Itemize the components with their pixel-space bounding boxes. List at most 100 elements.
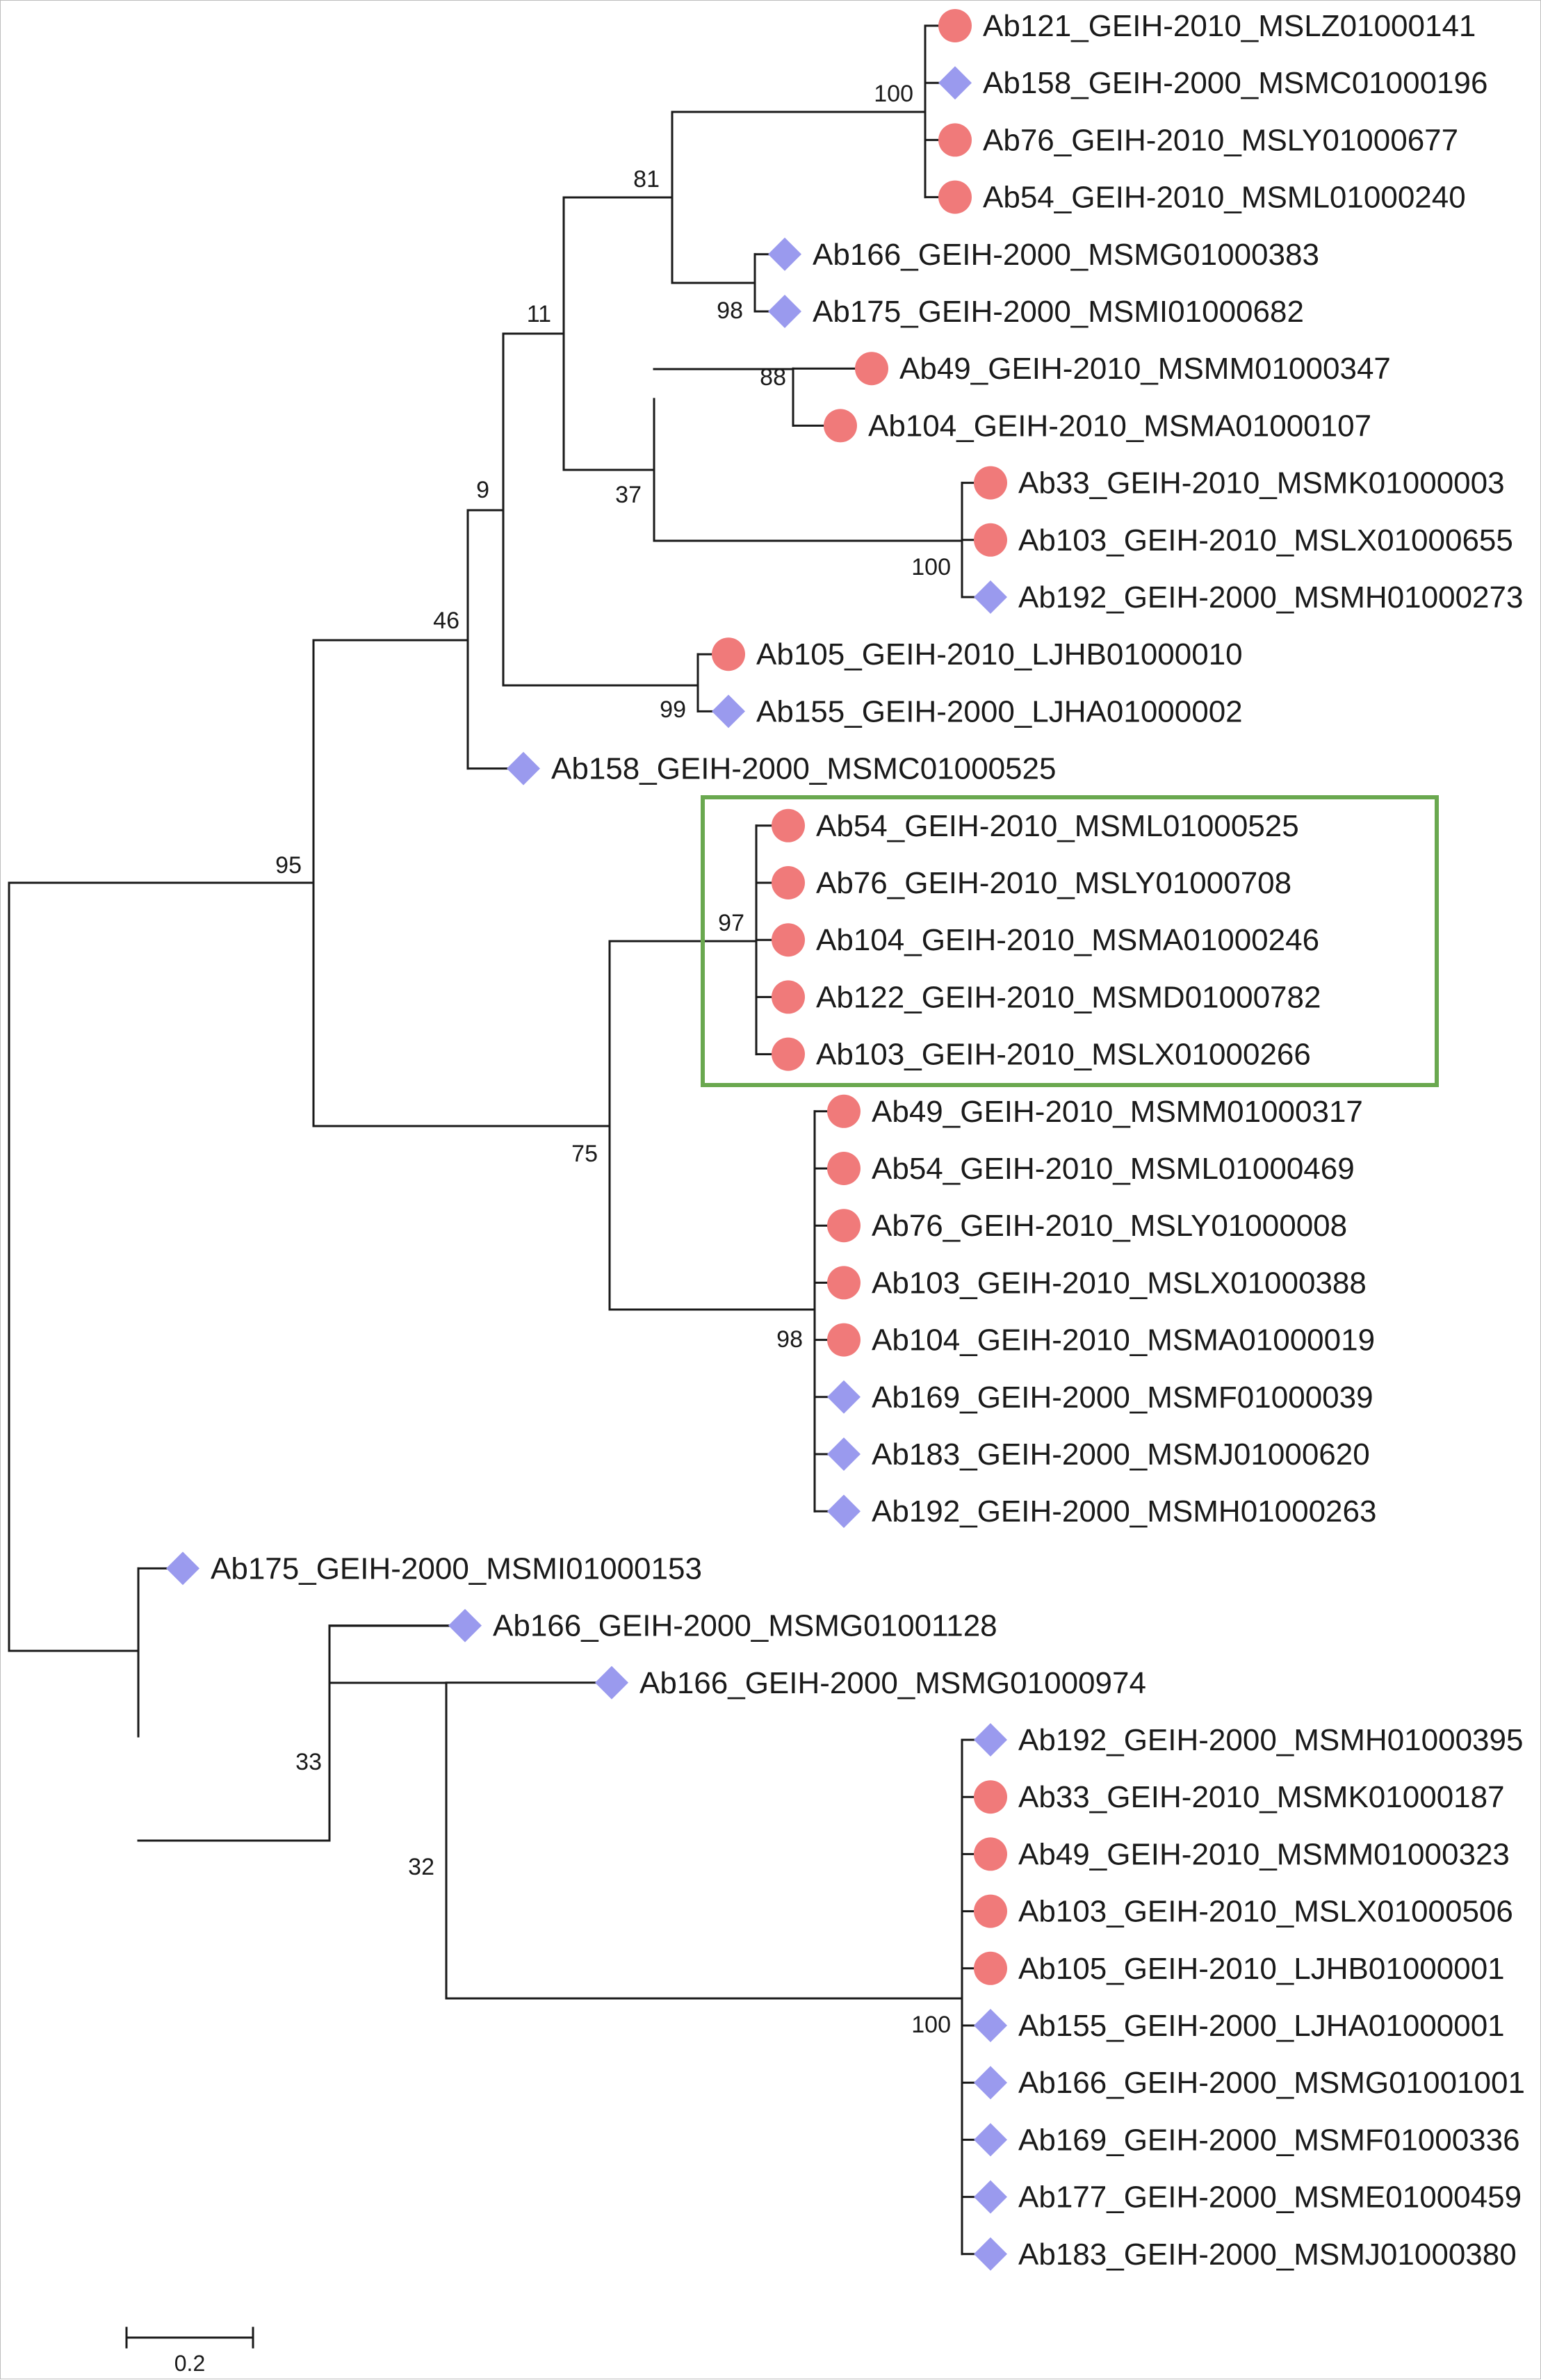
blue-diamond-icon bbox=[768, 237, 801, 271]
tree-branches bbox=[8, 24, 979, 2256]
leaf-label: Ab103_GEIH-2010_MSLX01000655 bbox=[1018, 523, 1513, 557]
leaf-label: Ab49_GEIH-2010_MSMM01000347 bbox=[899, 352, 1391, 386]
bootstrap-value: 98 bbox=[776, 1326, 803, 1353]
bootstrap-value: 11 bbox=[527, 301, 551, 327]
leaf-label: Ab192_GEIH-2000_MSMH01000395 bbox=[1018, 1723, 1523, 1757]
leaf-label: Ab54_GEIH-2010_MSML01000240 bbox=[983, 181, 1466, 215]
bootstrap-value: 37 bbox=[615, 482, 642, 508]
leaf-label: Ab49_GEIH-2010_MSMM01000317 bbox=[872, 1095, 1363, 1129]
bootstrap-value: 98 bbox=[717, 298, 743, 324]
red-circle-icon bbox=[974, 1780, 1007, 1814]
leaf-label: Ab76_GEIH-2010_MSLY01000708 bbox=[816, 866, 1291, 900]
blue-diamond-icon bbox=[938, 66, 972, 100]
red-circle-icon bbox=[772, 980, 805, 1014]
red-circle-icon bbox=[772, 808, 805, 842]
blue-diamond-icon bbox=[507, 751, 540, 785]
blue-diamond-icon bbox=[827, 1380, 861, 1414]
blue-diamond-icon bbox=[768, 295, 801, 328]
red-circle-icon bbox=[772, 923, 805, 957]
bootstrap-value: 100 bbox=[911, 2012, 951, 2038]
red-circle-icon bbox=[827, 1266, 861, 1300]
red-circle-icon bbox=[938, 180, 972, 214]
bootstrap-value: 9 bbox=[476, 477, 489, 503]
leaf-label: Ab104_GEIH-2010_MSMA01000019 bbox=[872, 1323, 1375, 1358]
bootstrap-value: 100 bbox=[874, 81, 913, 107]
leaf-markers bbox=[166, 9, 1007, 2271]
leaf-label: Ab169_GEIH-2000_MSMF01000039 bbox=[872, 1380, 1373, 1415]
red-circle-icon bbox=[827, 1152, 861, 1185]
leaf-label: Ab104_GEIH-2010_MSMA01000246 bbox=[816, 923, 1319, 957]
leaf-label: Ab166_GEIH-2000_MSMG01001001 bbox=[1018, 2066, 1525, 2100]
leaf-label: Ab103_GEIH-2010_MSLX01000506 bbox=[1018, 1895, 1513, 1929]
leaf-label: Ab158_GEIH-2000_MSMC01000525 bbox=[551, 752, 1056, 786]
red-circle-icon bbox=[772, 1037, 805, 1071]
leaf-label: Ab192_GEIH-2000_MSMH01000273 bbox=[1018, 580, 1523, 614]
bootstrap-value: 100 bbox=[911, 554, 951, 580]
leaf-label: Ab158_GEIH-2000_MSMC01000196 bbox=[983, 66, 1487, 100]
red-circle-icon bbox=[938, 123, 972, 157]
blue-diamond-icon bbox=[166, 1551, 199, 1586]
blue-diamond-icon bbox=[827, 1494, 861, 1529]
leaf-label: Ab33_GEIH-2010_MSMK01000187 bbox=[1018, 1780, 1505, 1814]
leaf-label: Ab33_GEIH-2010_MSMK01000003 bbox=[1018, 466, 1505, 500]
blue-diamond-icon bbox=[827, 1437, 861, 1471]
scale-bar-label: 0.2 bbox=[174, 2351, 205, 2376]
blue-diamond-icon bbox=[595, 1665, 628, 1700]
leaf-label: Ab175_GEIH-2000_MSMI01000682 bbox=[813, 295, 1304, 329]
leaf-label: Ab166_GEIH-2000_MSMG01000974 bbox=[639, 1666, 1146, 1700]
bootstrap-value: 88 bbox=[760, 364, 786, 391]
leaf-label: Ab105_GEIH-2010_LJHB01000001 bbox=[1018, 1952, 1505, 1986]
bootstrap-value: 32 bbox=[408, 1854, 434, 1880]
bootstrap-value: 33 bbox=[295, 1749, 322, 1775]
bootstrap-value: 95 bbox=[275, 852, 302, 879]
leaf-label: Ab166_GEIH-2000_MSMG01000383 bbox=[813, 238, 1319, 272]
leaf-label: Ab105_GEIH-2010_LJHB01000010 bbox=[756, 637, 1243, 671]
bootstrap-value: 99 bbox=[660, 696, 686, 723]
leaf-label: Ab183_GEIH-2000_MSMJ01000620 bbox=[872, 1437, 1370, 1472]
red-circle-icon bbox=[974, 1951, 1007, 1985]
red-circle-icon bbox=[974, 523, 1007, 557]
leaf-label: Ab54_GEIH-2010_MSML01000525 bbox=[816, 809, 1299, 843]
bootstrap-value: 75 bbox=[571, 1141, 598, 1167]
blue-diamond-icon bbox=[974, 1723, 1007, 1757]
leaf-label: Ab54_GEIH-2010_MSML01000469 bbox=[872, 1152, 1355, 1186]
leaf-label: Ab169_GEIH-2000_MSMF01000336 bbox=[1018, 2123, 1520, 2157]
leaf-label: Ab155_GEIH-2000_LJHA01000002 bbox=[756, 694, 1243, 728]
blue-diamond-icon bbox=[974, 2066, 1007, 2100]
red-circle-icon bbox=[827, 1209, 861, 1243]
leaf-label: Ab175_GEIH-2000_MSMI01000153 bbox=[211, 1551, 702, 1586]
leaf-label: Ab192_GEIH-2000_MSMH01000263 bbox=[872, 1494, 1376, 1529]
blue-diamond-icon bbox=[974, 2123, 1007, 2157]
red-circle-icon bbox=[974, 466, 1007, 500]
red-circle-icon bbox=[938, 9, 972, 42]
blue-diamond-icon bbox=[974, 2237, 1007, 2271]
leaf-label: Ab103_GEIH-2010_MSLX01000266 bbox=[816, 1038, 1311, 1072]
blue-diamond-icon bbox=[712, 694, 745, 728]
leaf-label: Ab76_GEIH-2010_MSLY01000677 bbox=[983, 123, 1458, 157]
blue-diamond-icon bbox=[974, 580, 1007, 614]
bootstrap-value: 97 bbox=[718, 910, 744, 936]
blue-diamond-icon bbox=[974, 2180, 1007, 2214]
red-circle-icon bbox=[712, 637, 745, 671]
leaf-label: Ab104_GEIH-2010_MSMA01000107 bbox=[868, 409, 1371, 443]
bootstrap-value: 46 bbox=[433, 608, 459, 634]
leaf-label: Ab122_GEIH-2010_MSMD01000782 bbox=[816, 980, 1321, 1014]
leaf-label: Ab76_GEIH-2010_MSLY01000008 bbox=[872, 1209, 1347, 1243]
leaf-label: Ab155_GEIH-2000_LJHA01000001 bbox=[1018, 2009, 1505, 2043]
red-circle-icon bbox=[772, 866, 805, 899]
blue-diamond-icon bbox=[448, 1608, 482, 1643]
blue-diamond-icon bbox=[974, 2009, 1007, 2042]
leaf-label: Ab49_GEIH-2010_MSMM01000323 bbox=[1018, 1837, 1510, 1871]
leaf-label: Ab121_GEIH-2010_MSLZ01000141 bbox=[983, 9, 1476, 43]
leaf-label: Ab177_GEIH-2000_MSME01000459 bbox=[1018, 2181, 1522, 2215]
leaf-label: Ab183_GEIH-2000_MSMJ01000380 bbox=[1018, 2238, 1517, 2272]
highlight-box bbox=[701, 795, 1439, 1087]
red-circle-icon bbox=[827, 1094, 861, 1128]
red-circle-icon bbox=[827, 1323, 861, 1357]
leaf-label: Ab166_GEIH-2000_MSMG01001128 bbox=[493, 1609, 997, 1643]
red-circle-icon bbox=[855, 352, 888, 386]
bootstrap-value: 81 bbox=[633, 166, 660, 193]
leaf-labels: Ab121_GEIH-2010_MSLZ01000141Ab158_GEIH-2… bbox=[211, 9, 1525, 2272]
red-circle-icon bbox=[824, 409, 857, 443]
